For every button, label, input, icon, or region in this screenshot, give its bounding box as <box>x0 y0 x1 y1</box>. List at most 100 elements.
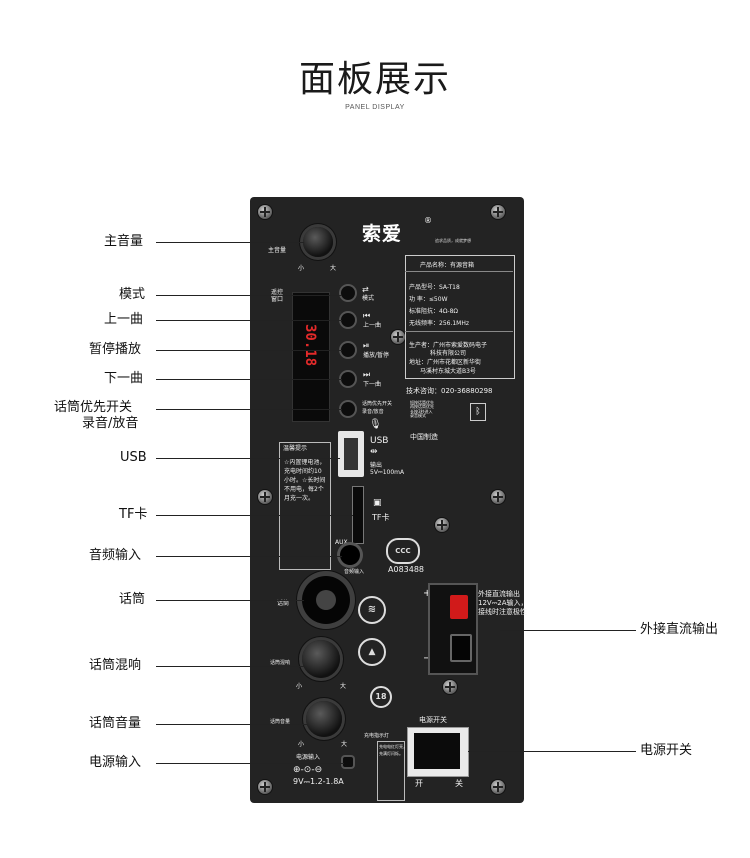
screw-icon <box>258 205 272 219</box>
mic-volume-knob-label: 话筒音量 <box>270 719 291 725</box>
spec-origin: 中国制造 <box>410 433 438 441</box>
usb-port-slot <box>344 438 358 470</box>
leader-line <box>156 409 342 410</box>
callout-mode: 模式 <box>119 287 146 302</box>
tip-title: 温馨提示 <box>283 445 308 452</box>
mode-button-label: 模式 <box>362 295 375 302</box>
echo-knob-label: 话筒混响 <box>270 660 291 666</box>
aux-label: AUX <box>335 539 348 546</box>
screw-icon <box>491 205 505 219</box>
screw-icon <box>435 518 449 532</box>
spec-divider <box>405 331 513 332</box>
terminal-negative[interactable] <box>450 634 472 662</box>
play-pause-button-label: 播放/暂停 <box>363 352 390 359</box>
leader-line <box>500 630 636 631</box>
aux-jack[interactable] <box>340 545 360 565</box>
next-icon: ⏭ <box>363 370 371 379</box>
power-input-spec: 9V⎓1.2-1.8A <box>293 777 344 786</box>
power-switch-label: 电源开关 <box>419 716 447 724</box>
mic-priority-button[interactable] <box>341 402 355 416</box>
main-volume-label: 主音量 <box>268 247 287 254</box>
usb-symbol-icon: ⇹ <box>370 447 378 457</box>
brand-registered: ® <box>424 216 432 225</box>
callout-power-in: 电源输入 <box>89 755 142 770</box>
prev-icon: ⏮ <box>363 311 371 320</box>
brand-slogan: 追求品质，成就梦想 <box>435 238 471 243</box>
prev-button-label: 上一曲 <box>363 322 382 329</box>
aux-input-label: 音频输入 <box>344 569 365 575</box>
callout-prev: 上一曲 <box>104 312 144 327</box>
spec-freq: 无线频率：256.1MHz <box>409 320 470 327</box>
callout-mic-priority: 话筒优先开关 <box>54 400 133 415</box>
mode-button[interactable] <box>341 286 355 300</box>
leader-line <box>156 763 344 764</box>
callout-power-switch: 电源开关 <box>640 743 693 758</box>
led-display <box>292 292 330 422</box>
tf-card-slot[interactable] <box>352 486 364 544</box>
leader-line <box>156 600 304 601</box>
callout-dc-out: 外接直流输出 <box>640 622 719 637</box>
callout-usb: USB <box>120 450 147 465</box>
microphone-icon: 🎙 <box>369 419 382 430</box>
bluetooth-icon: ᛒ <box>470 403 486 421</box>
spec-power: 功 率：≤50W <box>409 296 448 303</box>
callout-mic: 话筒 <box>119 592 146 607</box>
callout-tf: TF卡 <box>119 507 148 522</box>
mic-jack-label: 话筒 <box>277 600 290 607</box>
knob-max-label: 大 <box>330 265 337 272</box>
age-mark-icon: 18 <box>370 686 392 708</box>
leader-line <box>468 751 636 752</box>
leader-line <box>156 515 353 516</box>
leader-line <box>156 350 342 351</box>
spec-name: 产品名称：有源音箱 <box>420 262 475 269</box>
spec-label-box <box>405 255 515 379</box>
screw-icon <box>443 680 457 694</box>
spec-impedance: 标准阻抗：4Ω-8Ω <box>409 308 458 315</box>
cert-code: A083488 <box>388 565 425 574</box>
leader-line <box>156 295 342 296</box>
charge-note: 充电电红灯亮， 充满灯闪烁。 <box>377 741 407 801</box>
prev-button[interactable] <box>341 313 355 327</box>
callout-mic-volume: 话筒音量 <box>89 716 142 731</box>
leader-line <box>156 458 340 459</box>
screw-icon <box>258 780 272 794</box>
screw-icon <box>258 490 272 504</box>
mic-volume-knob[interactable] <box>306 701 342 737</box>
leader-line <box>156 320 342 321</box>
tip-box <box>279 442 331 570</box>
callout-main-volume: 主音量 <box>104 234 144 249</box>
mode-icon: ⇄ <box>362 285 369 294</box>
next-button-label: 下一曲 <box>363 381 382 388</box>
sd-card-icon: ▣ <box>373 498 382 508</box>
page-subtitle: PANEL DISPLAY <box>345 104 405 111</box>
switch-off-label: 关 <box>455 779 463 788</box>
leader-line <box>156 556 342 557</box>
ccc-certification-icon: CCC <box>386 538 420 564</box>
remote-window-label: 遥控 窗口 <box>271 289 284 303</box>
spec-address: 地址：广州市花都区新华街 <box>409 359 482 366</box>
terminal-positive[interactable] <box>450 595 468 619</box>
altitude-icon: ▲ <box>358 638 386 666</box>
mic-priority-note: 短按话筒优先 再按话筒优先 长按3秒进入 录音模式 <box>410 400 434 419</box>
callout-pause-play: 暂停播放 <box>89 342 142 357</box>
leader-line <box>156 242 304 243</box>
power-switch[interactable] <box>414 733 460 769</box>
spec-maker2: 科技有限公司 <box>430 350 467 357</box>
plus-icon: + <box>423 588 431 599</box>
dc-power-jack[interactable] <box>343 757 353 767</box>
charge-light-label: 充电指示灯 <box>364 733 390 739</box>
spec-support: 技术咨询：020-36880298 <box>406 387 493 395</box>
leader-line <box>156 379 342 380</box>
leader-line <box>156 724 308 725</box>
spec-maker: 生产者：广州市索爱数码电子 <box>409 342 488 349</box>
record-button-label: 录音/放音 <box>362 409 384 415</box>
screw-icon <box>491 490 505 504</box>
main-volume-knob[interactable] <box>303 227 333 257</box>
mic-jack-hole <box>316 590 336 610</box>
screw-icon <box>391 330 405 344</box>
minus-icon: − <box>423 653 431 664</box>
spec-address2: 马溪村东城大道B3号 <box>420 368 476 375</box>
next-button[interactable] <box>341 372 355 386</box>
mic-echo-knob[interactable] <box>302 640 340 678</box>
play-pause-button[interactable] <box>341 343 355 357</box>
